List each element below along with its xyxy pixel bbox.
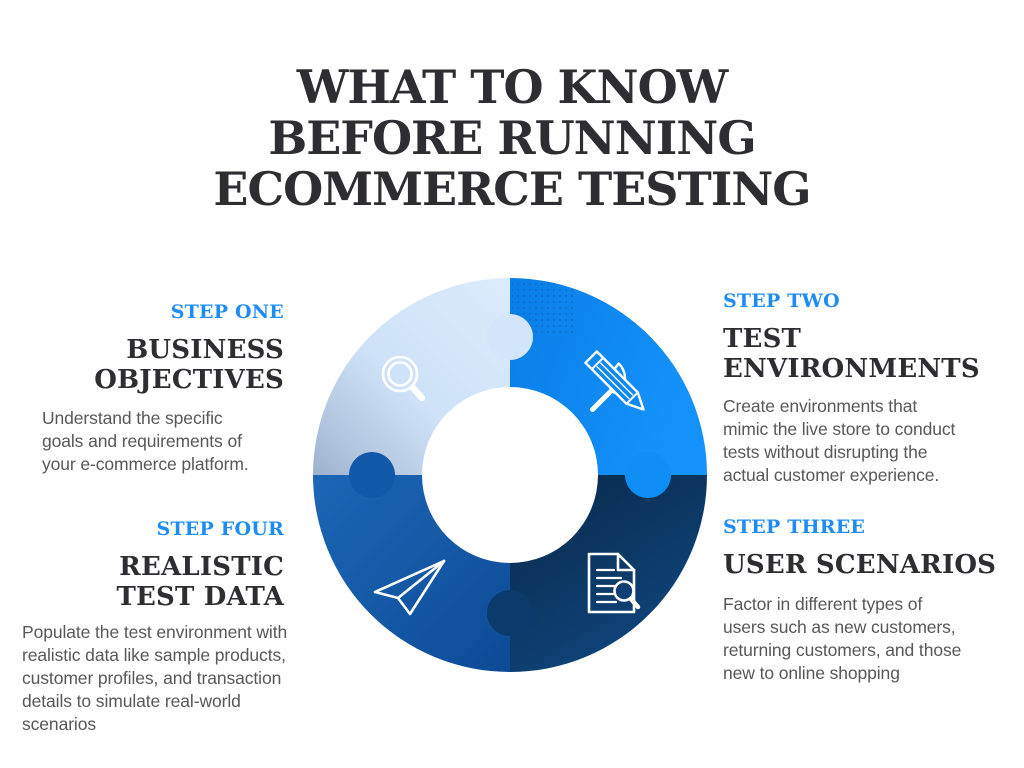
page-title: WHAT TO KNOW BEFORE RUNNING ECOMMERCE TE… — [213, 60, 811, 216]
step-two-description: Create environments that mimic the live … — [723, 396, 956, 485]
step-four-heading: REALISTIC TEST DATA — [116, 552, 284, 612]
puzzle-knob-left — [349, 452, 395, 498]
step-three-label: STEP THREE — [723, 516, 866, 538]
step-two-block: STEP TWO TEST ENVIRONMENTS — [723, 290, 1015, 385]
step-one-description: Understand the specific goals and requir… — [42, 408, 249, 474]
quadrant-step-three — [510, 475, 707, 672]
step-four-description: Populate the test environment with reali… — [22, 622, 288, 734]
step-three-description: Factor in different types of users such … — [723, 594, 962, 683]
step-four-label: STEP FOUR — [156, 518, 284, 540]
step-two-label: STEP TWO — [723, 290, 840, 312]
halftone-texture — [512, 279, 576, 335]
puzzle-pieces — [313, 278, 707, 672]
pencil-brush-icon — [584, 350, 645, 412]
step-four-block: STEP FOUR REALISTIC TEST DATA — [30, 518, 284, 613]
document-search-icon — [587, 552, 641, 614]
puzzle-knob-right — [625, 452, 671, 498]
donut-center-hole — [422, 387, 598, 563]
step-one-label: STEP ONE — [170, 301, 284, 323]
paper-plane-icon — [373, 559, 446, 616]
step-three-heading: USER SCENARIOS — [723, 550, 997, 580]
quadrant-step-one — [313, 278, 510, 475]
puzzle-knob-top — [487, 314, 533, 360]
magnifying-glass-icon — [381, 355, 426, 402]
quadrant-step-two — [510, 278, 707, 475]
step-one-heading: BUSINESS OBJECTIVES — [94, 335, 284, 395]
puzzle-knob-bottom — [487, 590, 533, 636]
step-one-block: STEP ONE BUSINESS OBJECTIVES — [30, 301, 284, 396]
step-two-heading: TEST ENVIRONMENTS — [723, 324, 980, 384]
step-three-block: STEP THREE USER SCENARIOS — [723, 516, 1023, 581]
